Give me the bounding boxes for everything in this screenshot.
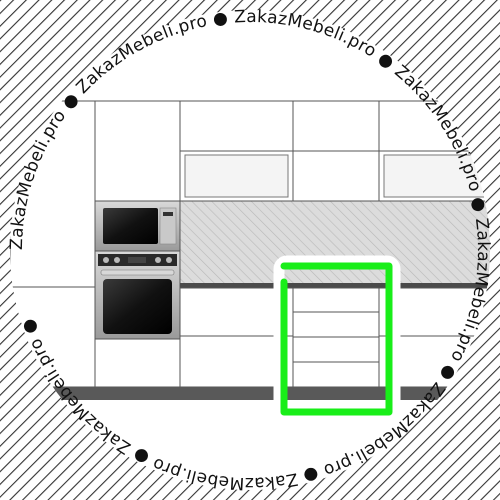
kitchen-drawing	[10, 100, 490, 400]
worktop	[180, 283, 490, 288]
tall-appliance-column	[94, 100, 181, 388]
oven	[94, 250, 181, 340]
selection-highlight	[273, 255, 401, 424]
microwave	[94, 200, 181, 252]
backsplash	[180, 201, 490, 283]
plinth	[10, 387, 490, 400]
base-drawer-unit[interactable]	[292, 287, 380, 388]
